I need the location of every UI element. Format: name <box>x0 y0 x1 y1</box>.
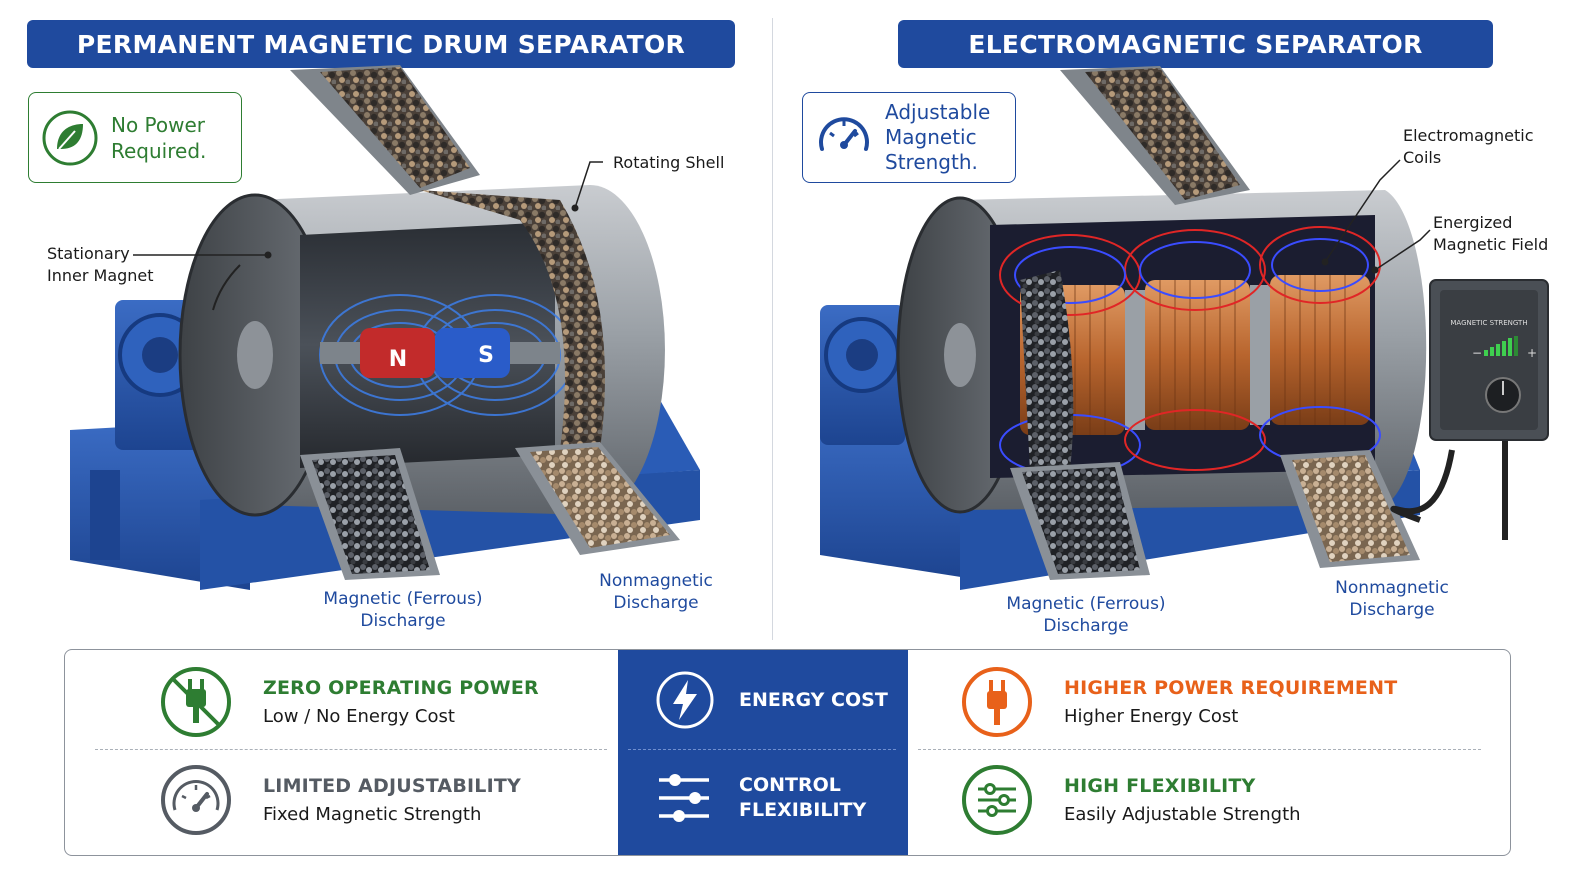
comparison-row-electro-control: HIGH FLEXIBILITY Easily Adjustable Stren… <box>960 763 1301 837</box>
left-callout-lines <box>133 161 603 311</box>
gauge-icon <box>819 116 869 151</box>
callout-line: Coils <box>1403 148 1442 167</box>
lightning-bolt-icon <box>656 671 714 729</box>
category-line: CONTROL <box>739 774 841 796</box>
badge-line: Strength. <box>885 150 978 174</box>
magnetic-discharge-label-left: Magnetic (Ferrous) Discharge <box>316 588 490 632</box>
left-panel-title: PERMANENT MAGNETIC DRUM SEPARATOR <box>27 20 735 68</box>
permanent-control-sub: Fixed Magnetic Strength <box>263 804 482 825</box>
south-pole-label: S <box>478 343 494 368</box>
rotating-shell-label: Rotating Shell <box>613 153 725 172</box>
badge-text: Adjustable Magnetic Strength. <box>885 100 990 175</box>
no-plug-icon <box>161 667 231 737</box>
category-energy-cost: ENERGY COST <box>655 670 888 730</box>
nonmagnetic-discharge-label-left: Nonmagnetic Discharge <box>594 570 718 614</box>
callout-line: Magnetic (Ferrous) <box>323 589 483 609</box>
comparison-row-permanent-control: LIMITED ADJUSTABILITY Fixed Magnetic Str… <box>159 763 521 837</box>
electromagnetic-coils-label: Electromagnetic Coils <box>1403 125 1534 169</box>
magnetic-discharge-label-right: Magnetic (Ferrous) Discharge <box>1000 593 1172 637</box>
callout-line: Discharge <box>1043 616 1129 636</box>
badge-line: No Power <box>111 112 206 137</box>
callout-dot <box>264 251 272 259</box>
permanent-control-heading: LIMITED ADJUSTABILITY <box>263 775 521 797</box>
callout-line: Discharge <box>1349 600 1435 620</box>
electro-control-heading: HIGH FLEXIBILITY <box>1064 775 1256 797</box>
left-feed-chute <box>290 65 605 450</box>
electro-control-sub: Easily Adjustable Strength <box>1064 804 1301 825</box>
permanent-magnet: N S <box>320 328 560 378</box>
comparison-row-permanent-energy: ZERO OPERATING POWER Low / No Energy Cos… <box>159 665 539 739</box>
row-divider <box>95 749 607 750</box>
callout-line: Inner Magnet <box>47 266 154 285</box>
gauge-icon <box>161 765 231 835</box>
leaf-icon <box>42 110 98 165</box>
control-box-label: MAGNETIC STRENGTH <box>1450 319 1527 327</box>
callout-dot <box>1321 258 1329 266</box>
right-callout-lines <box>1324 159 1431 271</box>
permanent-energy-heading: ZERO OPERATING POWER <box>263 677 539 699</box>
control-minus: − <box>1472 346 1482 360</box>
callout-line: Discharge <box>613 593 699 613</box>
control-box: MAGNETIC STRENGTH − + <box>1390 279 1549 540</box>
category-control-flexibility: CONTROL FLEXIBILITY <box>655 768 866 828</box>
callout-line: Magnetic (Ferrous) <box>1006 594 1166 614</box>
no-power-badge: No Power Required. <box>28 92 242 183</box>
right-panel-title: ELECTROMAGNETIC SEPARATOR <box>898 20 1493 68</box>
electro-energy-sub: Higher Energy Cost <box>1064 706 1239 727</box>
plug-icon <box>962 667 1032 737</box>
sliders-circle-icon <box>962 765 1032 835</box>
north-pole-label: N <box>389 347 407 372</box>
adjustable-strength-badge: Adjustable Magnetic Strength. <box>802 92 1016 183</box>
callout-line: Discharge <box>360 611 446 631</box>
sliders-icon <box>659 774 709 822</box>
callout-line: Energized <box>1433 213 1513 232</box>
comparison-row-electro-energy: HIGHER POWER REQUIREMENT Higher Energy C… <box>960 665 1397 739</box>
badge-text: No Power Required. <box>111 112 206 164</box>
row-divider <box>628 749 896 750</box>
callout-line: Electromagnetic <box>1403 126 1534 145</box>
category-energy-label: ENERGY COST <box>739 688 888 711</box>
category-control-label: CONTROL FLEXIBILITY <box>739 773 866 823</box>
badge-line: Adjustable <box>885 100 991 124</box>
callout-line: Stationary <box>47 244 130 263</box>
badge-line: Magnetic <box>885 125 977 149</box>
callout-dot <box>1371 266 1379 274</box>
right-discharge-chutes <box>1010 450 1420 580</box>
callout-line: Nonmagnetic <box>599 571 713 591</box>
row-divider <box>918 749 1481 750</box>
left-discharge-chutes <box>300 442 680 580</box>
energized-field-label: Energized Magnetic Field <box>1433 212 1548 256</box>
category-line: FLEXIBILITY <box>739 799 867 821</box>
callout-line: Magnetic Field <box>1433 235 1549 254</box>
control-plus: + <box>1527 346 1537 360</box>
right-feed-chute <box>1020 66 1250 470</box>
permanent-energy-sub: Low / No Energy Cost <box>263 706 455 727</box>
panel-divider <box>772 18 773 640</box>
comparison-panel: ZERO OPERATING POWER Low / No Energy Cos… <box>64 649 1511 856</box>
callout-line: Nonmagnetic <box>1335 578 1449 598</box>
category-column <box>618 650 908 855</box>
nonmagnetic-discharge-label-right: Nonmagnetic Discharge <box>1330 577 1454 621</box>
inner-magnet-label: Stationary Inner Magnet <box>47 243 154 287</box>
badge-line: Required. <box>111 138 207 163</box>
callout-dot <box>571 204 579 212</box>
electro-energy-heading: HIGHER POWER REQUIREMENT <box>1064 677 1398 699</box>
